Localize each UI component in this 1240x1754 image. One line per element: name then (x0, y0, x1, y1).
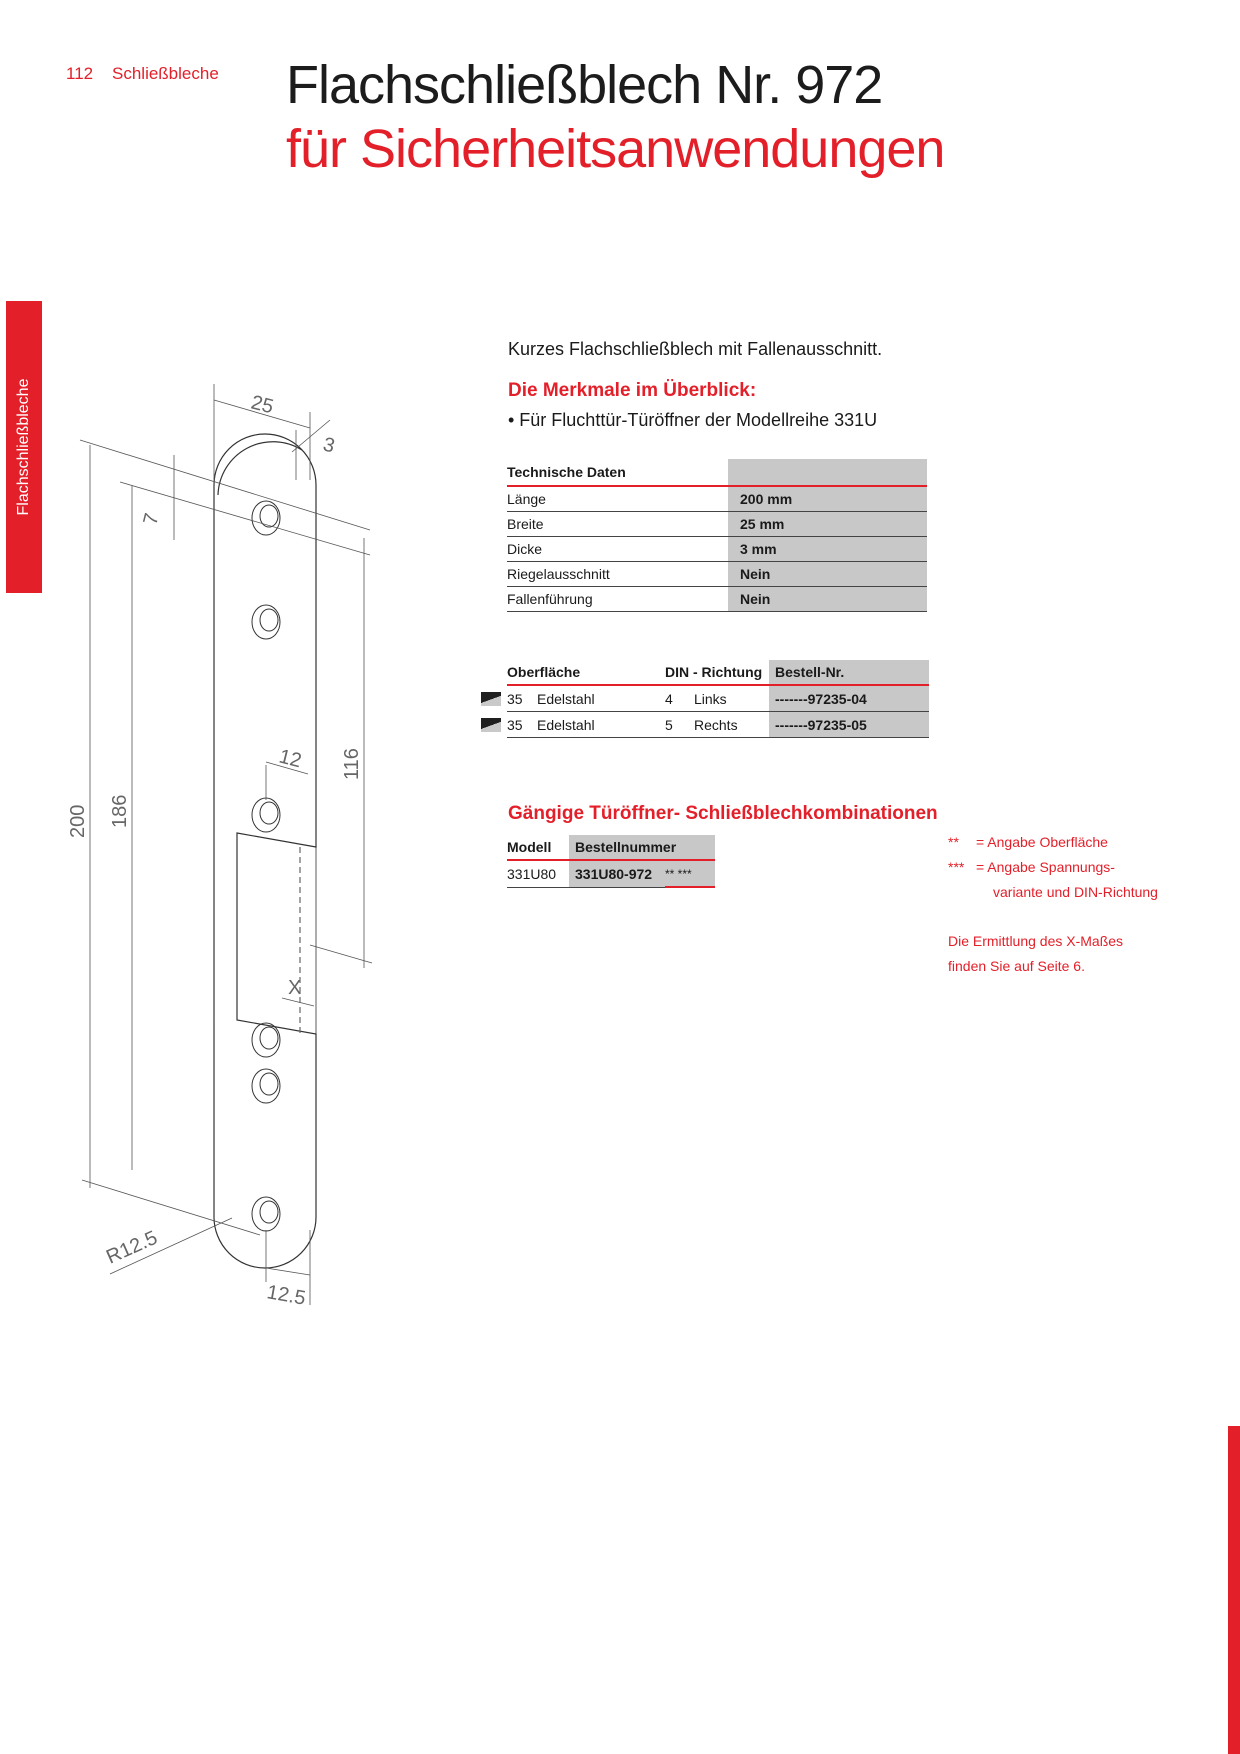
model-header: Modell (507, 835, 569, 861)
table-row: Riegelausschnitt Nein (507, 561, 927, 587)
tech-value: 200 mm (728, 486, 927, 512)
surface-swatch (481, 685, 507, 712)
tech-data-table: Technische Daten Länge 200 mm Breite 25 … (507, 459, 927, 612)
dim-cutout-height: 116 (341, 748, 363, 780)
stainless-swatch-icon (481, 718, 501, 732)
strike-plate-drawing: 25 3 7 200 186 116 12 X R12.5 12.5 (67, 384, 373, 1310)
page-title: Flachschließblech Nr. 972 (286, 55, 883, 115)
surface-name: Edelstahl (537, 685, 665, 712)
table-row: 35 Edelstahl 4 Links -------97235-04 (481, 685, 929, 712)
page-subtitle: für Sicherheitsanwendungen (286, 119, 945, 179)
side-tab-label: Flachschließbleche (15, 378, 32, 516)
dim-hole-offset: 7 (140, 511, 164, 527)
tech-label: Breite (507, 511, 728, 537)
section-name: Schließbleche (112, 64, 219, 83)
note-text: = Angabe Spannungs- (976, 859, 1115, 875)
right-edge-bar (1228, 1426, 1240, 1754)
tech-value: Nein (728, 561, 927, 587)
surface-header: Oberfläche (507, 660, 665, 686)
table-row: Dicke 3 mm (507, 536, 927, 562)
order-table: Oberfläche DIN - Richtung Bestell-Nr. 35… (481, 660, 929, 738)
din-header: DIN - Richtung (665, 660, 769, 686)
surface-name: Edelstahl (537, 711, 665, 738)
stainless-swatch-icon (481, 691, 501, 706)
order-number-header: Bestellnummer (569, 835, 715, 861)
surface-code: 35 (507, 711, 537, 738)
side-tab[interactable]: Flachschließbleche (6, 301, 42, 593)
order-no-header: Bestell-Nr. (769, 660, 929, 686)
x-note-line: Die Ermittlung des X-Maßes (948, 933, 1124, 949)
tech-table-header: Technische Daten (507, 459, 728, 487)
table-row: Breite 25 mm (507, 511, 927, 537)
tech-label: Dicke (507, 536, 728, 562)
note-text: = Angabe Oberfläche (976, 834, 1108, 850)
order-number: -------97235-04 (769, 685, 929, 712)
tech-label: Riegelausschnitt (507, 561, 728, 587)
din-code: 5 (665, 711, 694, 738)
dim-radius: R12.5 (103, 1227, 161, 1269)
tech-value: Nein (728, 586, 927, 612)
note-key: ** (948, 834, 959, 850)
table-row: 35 Edelstahl 5 Rechts -------97235-05 (481, 711, 929, 738)
tech-value: 25 mm (728, 511, 927, 537)
dim-half-width: 12.5 (265, 1281, 307, 1309)
table-row: 331U80 331U80-972 ** *** (507, 860, 715, 888)
din-direction: Links (694, 685, 769, 712)
surface-code: 35 (507, 685, 537, 712)
note-continuation: variante und DIN-Richtung (993, 884, 1158, 900)
tech-label: Fallenführung (507, 586, 728, 612)
note-key: *** (948, 859, 965, 875)
dim-length: 200 (67, 805, 89, 838)
din-direction: Rechts (694, 711, 769, 738)
din-code: 4 (665, 685, 694, 712)
combinations-title: Gängige Türöffner- Schließblechkombinati… (508, 803, 938, 824)
tech-label: Länge (507, 486, 728, 512)
combinations-table: Modell Bestellnummer 331U80 331U80-972 *… (507, 835, 715, 888)
intro-text: Kurzes Flachschließblech mit Fallenaussc… (508, 339, 883, 359)
swatch-header (481, 660, 507, 685)
combination-order-number: 331U80-972 (569, 860, 665, 888)
table-row: Fallenführung Nein (507, 586, 927, 612)
dim-hole-span: 186 (109, 795, 131, 828)
features-title: Die Merkmale im Überblick: (508, 380, 757, 401)
x-note-line: finden Sie auf Seite 6. (948, 958, 1085, 974)
tech-value: 3 mm (728, 536, 927, 562)
order-number: -------97235-05 (769, 711, 929, 738)
tech-table-header-value (728, 459, 927, 487)
model-cell: 331U80 (507, 860, 569, 888)
order-suffix: ** *** (665, 860, 715, 888)
dim-x: X (288, 977, 301, 999)
page-number: 112 (66, 64, 94, 83)
surface-swatch (481, 712, 507, 738)
feature-item: • Für Fluchttür-Türöffner der Modellreih… (508, 410, 878, 430)
dim-cutout-depth: 12 (277, 746, 304, 773)
legend-notes: ** = Angabe Oberfläche *** = Angabe Spannu… (948, 830, 1158, 905)
x-measure-note: Die Ermittlung des X-Maßes finden Sie au… (948, 929, 1123, 979)
dim-thickness: 3 (321, 434, 337, 458)
dim-width: 25 (249, 392, 276, 419)
table-row: Länge 200 mm (507, 486, 927, 512)
